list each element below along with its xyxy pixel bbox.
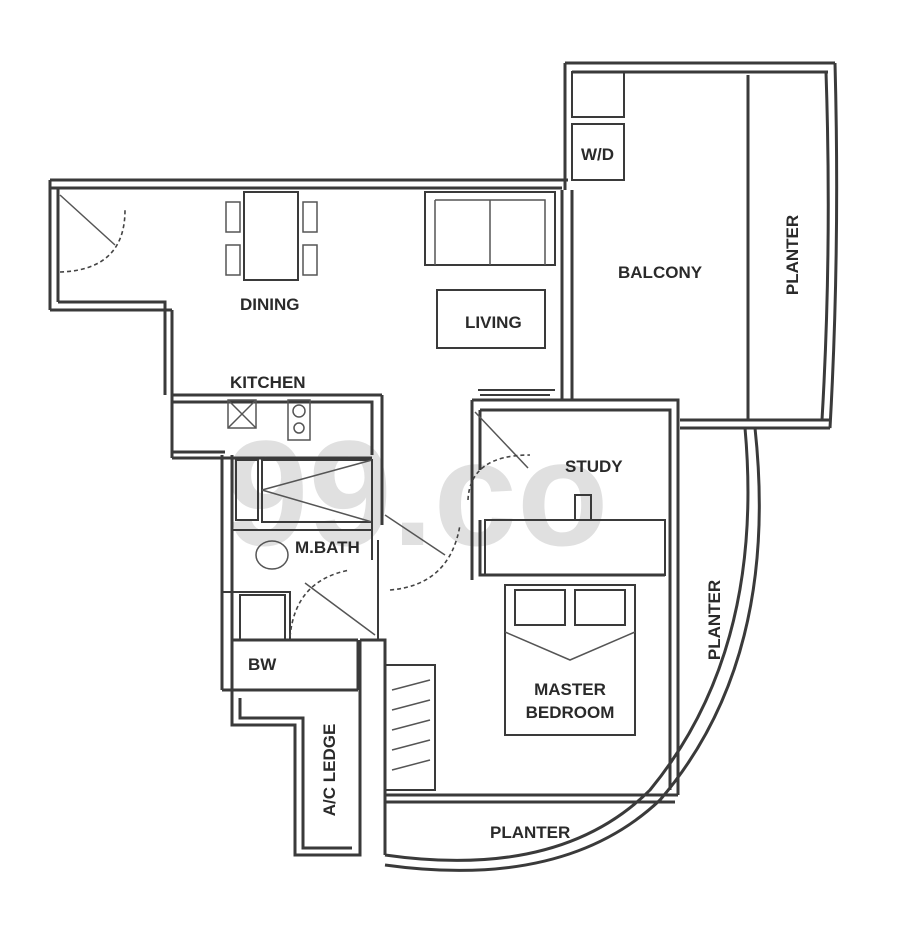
study-label: STUDY [565, 457, 623, 476]
living-label: LIVING [465, 313, 522, 332]
master-bedroom-label-2: BEDROOM [526, 703, 615, 722]
balcony-planter-label: PLANTER [783, 215, 802, 295]
coffee-table [436, 289, 546, 349]
room-labels: W/D BALCONY PLANTER DINING LIVING KITCHE… [230, 145, 802, 842]
wd-label: W/D [581, 145, 614, 164]
watermark: 99.co [225, 409, 609, 577]
ac-ledge-label: A/C LEDGE [320, 724, 339, 817]
wd-box [571, 123, 625, 181]
kitchen-label: KITCHEN [230, 373, 306, 392]
mbath-label: M.BATH [295, 538, 360, 557]
bw-label: BW [248, 655, 277, 674]
storage-box [571, 71, 625, 118]
dining-table [243, 191, 299, 281]
walls [48, 61, 839, 872]
dining-label: DINING [240, 295, 300, 314]
master-bedroom-label-1: MASTER [534, 680, 606, 699]
side-planter-label: PLANTER [705, 580, 724, 660]
balcony-label: BALCONY [618, 263, 703, 282]
bottom-planter-label: PLANTER [490, 823, 570, 842]
